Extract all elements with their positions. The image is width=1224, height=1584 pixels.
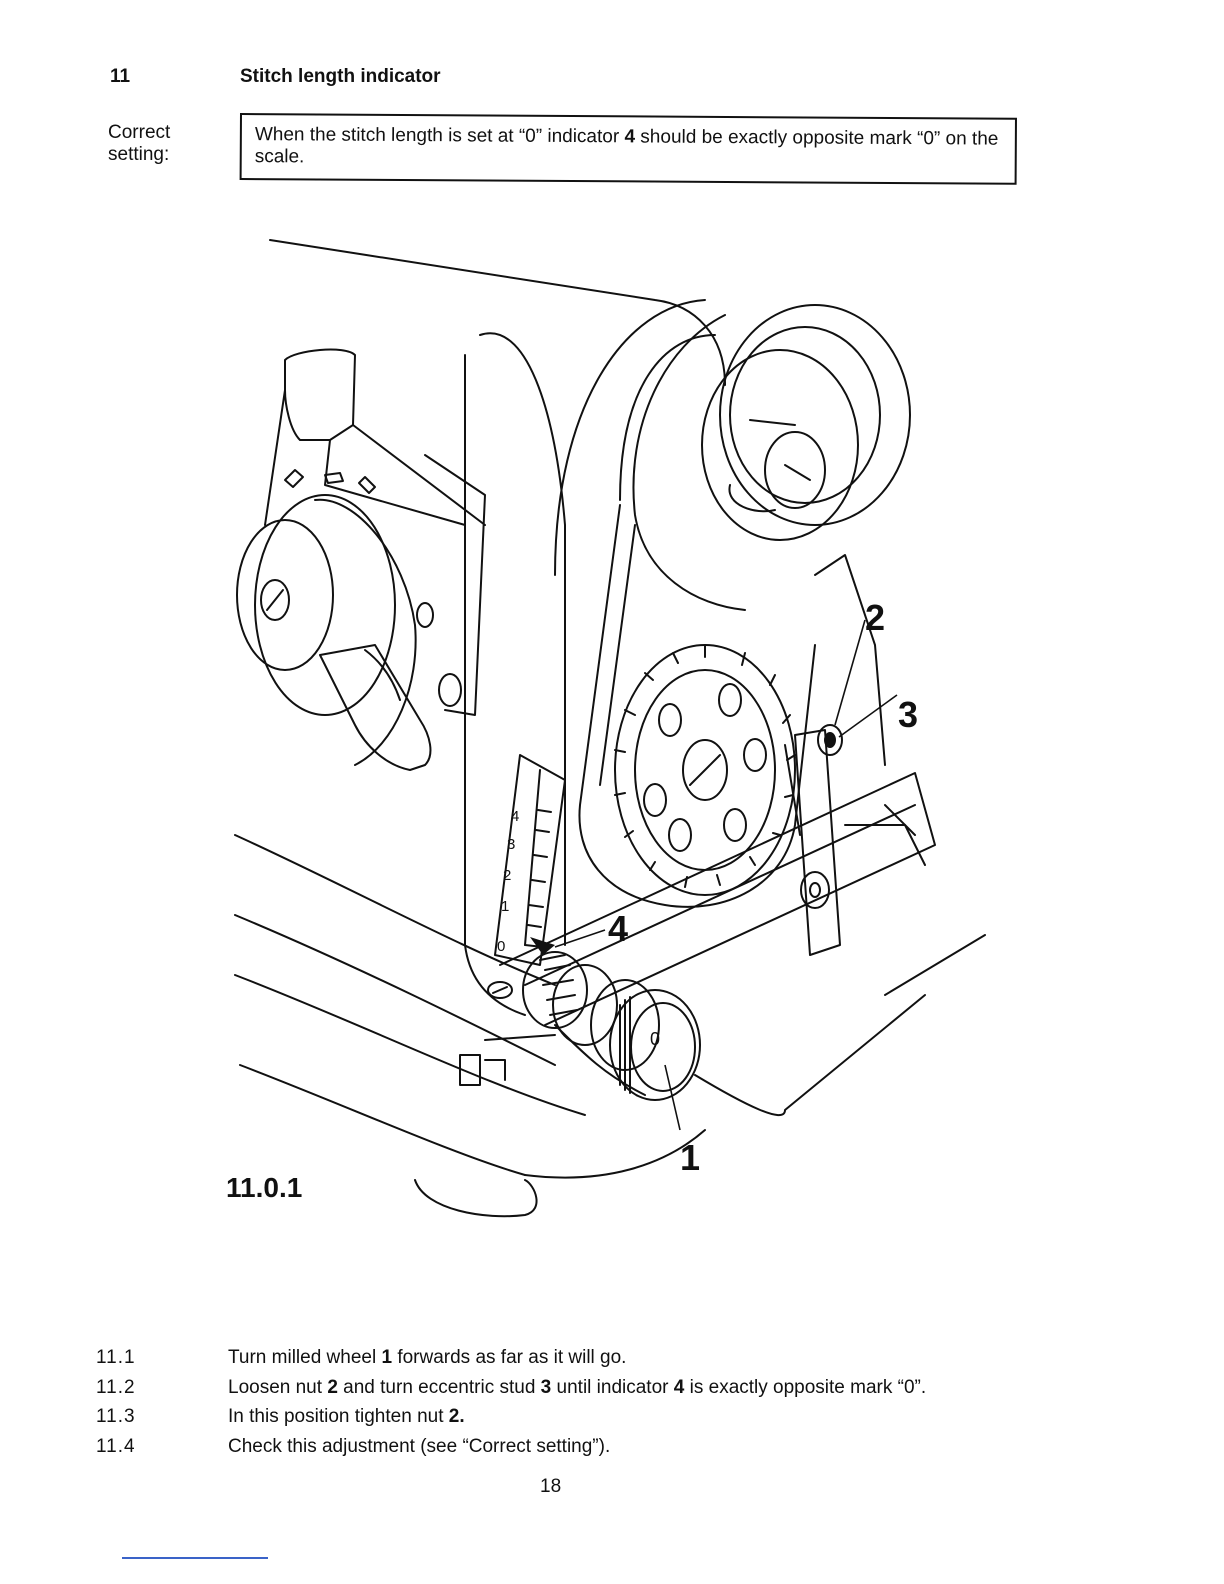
section-title: Stitch length indicator — [240, 66, 441, 87]
scale-mark-2: 2 — [503, 867, 511, 884]
wheel-mark: 0 — [650, 1029, 660, 1049]
callout-4: 4 — [608, 908, 628, 949]
step-text: In this position tighten nut 2. — [228, 1406, 465, 1428]
section-number: 11 — [110, 66, 131, 87]
step-text: Turn milled wheel 1 forwards as far as i… — [228, 1347, 626, 1369]
step-text-part: Check this adjustment (see “Correct sett… — [228, 1436, 611, 1457]
step-number: 11.1 — [96, 1347, 136, 1368]
scale-mark-0: 0 — [497, 938, 505, 955]
step-ref: 3 — [540, 1377, 552, 1398]
step-text-part: forwards as far as it will go. — [392, 1347, 627, 1368]
correct-setting-label: Correct setting: — [108, 122, 188, 166]
correct-setting-ref: 4 — [624, 126, 636, 148]
correct-setting-box: When the stitch length is set at “0” ind… — [239, 113, 1017, 185]
callout-3: 3 — [898, 694, 918, 735]
step-text: Check this adjustment (see “Correct sett… — [228, 1436, 610, 1458]
callout-2: 2 — [865, 597, 885, 638]
correct-setting-label-text: Correct setting: — [108, 122, 171, 165]
correct-setting-text-before: When the stitch length is set at “0” ind… — [254, 124, 625, 148]
correct-setting-text: When the stitch length is set at “0” ind… — [255, 124, 1005, 173]
step-ref: 2 — [327, 1377, 338, 1398]
scale-mark-3: 3 — [507, 836, 515, 853]
scale-mark-1: 1 — [501, 898, 509, 915]
step-ref: 2. — [448, 1406, 465, 1427]
page-number: 18 — [540, 1476, 562, 1497]
figure-illustration: 0 1 2 3 4 0 1 2 3 4 — [234, 239, 986, 1218]
step-text: Loosen nut 2 and turn eccentric stud 3 u… — [228, 1377, 926, 1399]
step-number: 11.2 — [96, 1377, 136, 1398]
step-text-part: until indicator — [551, 1377, 674, 1398]
callout-1: 1 — [680, 1137, 700, 1178]
step-number: 11.4 — [96, 1436, 136, 1457]
step-ref: 1 — [381, 1347, 393, 1368]
step-text-part: In this position tighten nut — [228, 1406, 449, 1427]
step-text-part: is exactly opposite mark “0”. — [684, 1377, 927, 1398]
scale-mark-4: 4 — [511, 808, 519, 825]
step-text-part: Turn milled wheel — [228, 1347, 382, 1368]
footer-rule — [122, 1557, 268, 1559]
step-text-part: and turn eccentric stud — [337, 1377, 541, 1398]
step-number: 11.3 — [96, 1406, 136, 1427]
step-text-part: Loosen nut — [228, 1377, 328, 1398]
figure-label: 11.0.1 — [226, 1172, 303, 1203]
step-ref: 4 — [673, 1377, 685, 1398]
